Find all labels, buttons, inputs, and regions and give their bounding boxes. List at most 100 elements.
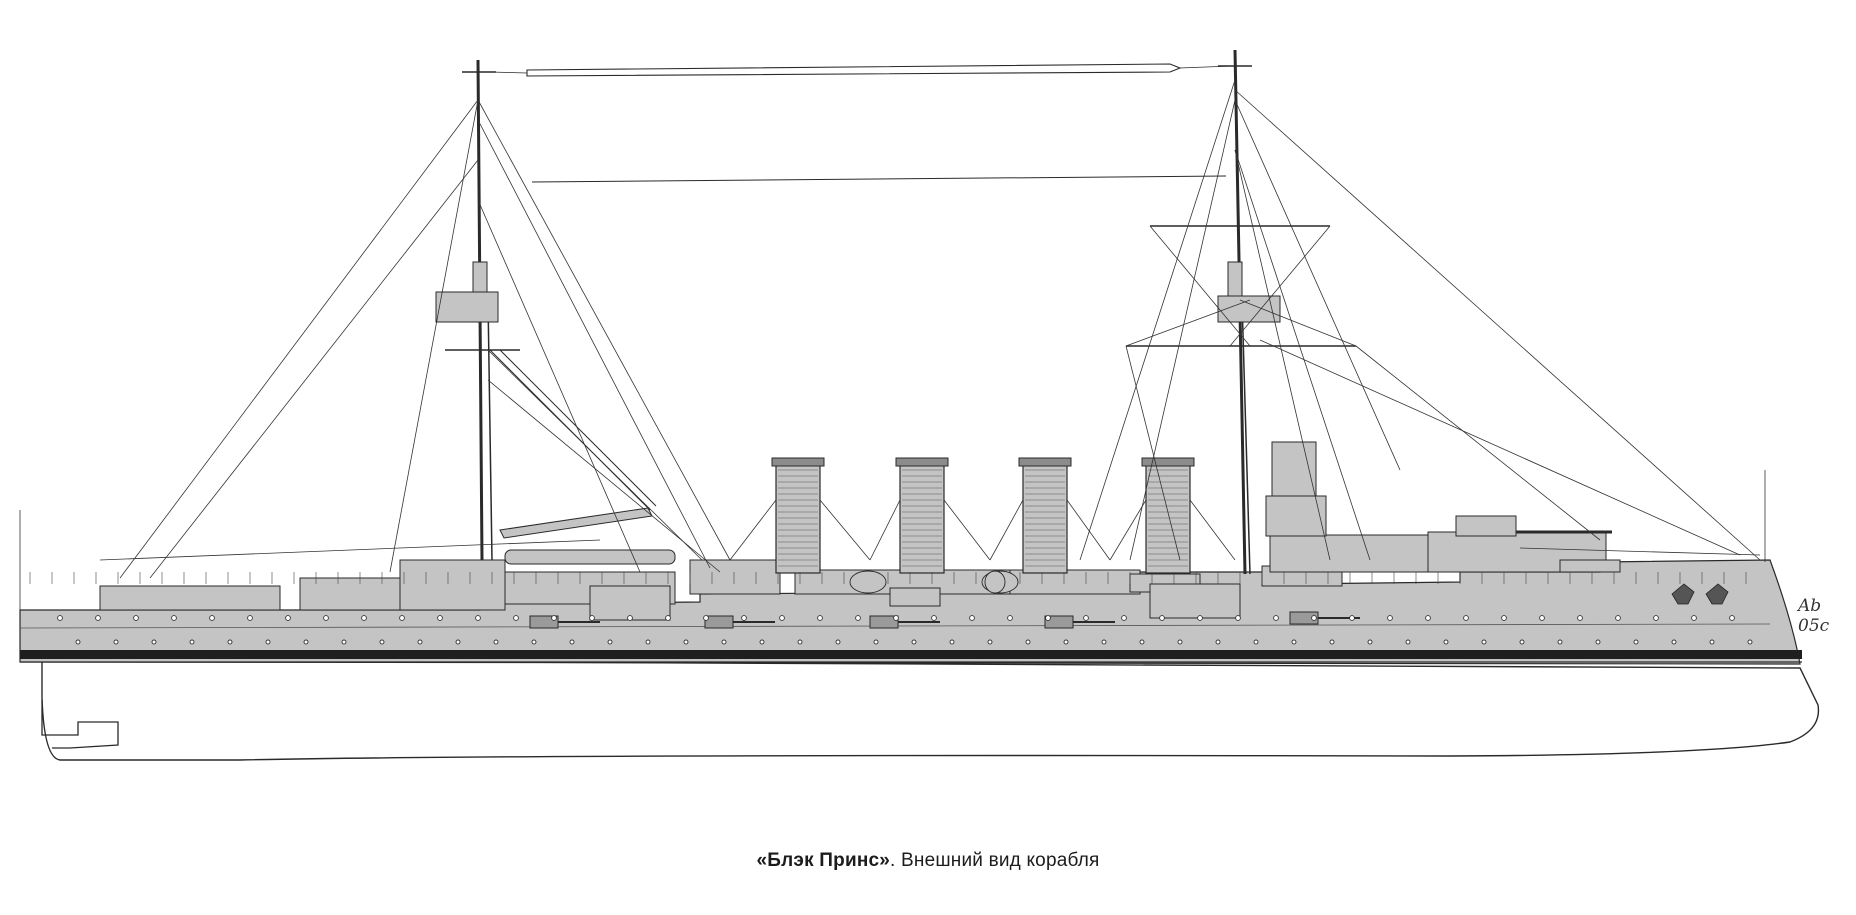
porthole — [1291, 639, 1297, 645]
porthole — [1557, 639, 1563, 645]
porthole — [1463, 615, 1469, 621]
porthole — [721, 639, 727, 645]
porthole — [987, 639, 993, 645]
porthole — [1121, 615, 1127, 621]
porthole — [1083, 615, 1089, 621]
porthole — [1253, 639, 1259, 645]
porthole — [1367, 639, 1373, 645]
porthole — [607, 639, 613, 645]
porthole — [1405, 639, 1411, 645]
rudder — [41, 700, 119, 749]
porthole — [1691, 615, 1697, 621]
porthole — [1501, 615, 1507, 621]
anchor-icon — [1671, 583, 1729, 605]
caption-description: . Внешний вид корабля — [890, 850, 1100, 871]
porthole — [455, 639, 461, 645]
rigging — [19, 79, 1766, 610]
porthole — [645, 639, 651, 645]
wireless-aerial — [489, 63, 1233, 183]
porthole — [627, 615, 633, 621]
porthole — [247, 615, 253, 621]
porthole — [1215, 639, 1221, 645]
porthole — [1519, 639, 1525, 645]
porthole — [1443, 639, 1449, 645]
porthole — [969, 615, 975, 621]
porthole — [703, 615, 709, 621]
porthole — [399, 615, 405, 621]
porthole — [1671, 639, 1677, 645]
porthole — [171, 615, 177, 621]
porthole — [1235, 615, 1241, 621]
gun-barrels — [558, 530, 1612, 623]
porthole — [75, 639, 81, 645]
porthole — [1045, 615, 1051, 621]
porthole — [437, 615, 443, 621]
porthole — [911, 639, 917, 645]
porthole — [779, 615, 785, 621]
porthole — [1063, 639, 1069, 645]
funnel-hatching — [778, 469, 1188, 567]
porthole — [1349, 615, 1355, 621]
porthole — [475, 615, 481, 621]
porthole — [1709, 639, 1715, 645]
porthole — [893, 615, 899, 621]
porthole — [949, 639, 955, 645]
porthole — [303, 639, 309, 645]
porthole — [1025, 639, 1031, 645]
porthole — [759, 639, 765, 645]
funnel-tops — [771, 457, 1195, 467]
porthole — [683, 639, 689, 645]
underwater-hull — [41, 659, 1820, 761]
porthole — [323, 615, 329, 621]
porthole — [1197, 615, 1203, 621]
porthole — [209, 615, 215, 621]
porthole — [1311, 615, 1317, 621]
porthole — [1007, 615, 1013, 621]
porthole — [551, 615, 557, 621]
porthole — [1729, 615, 1735, 621]
porthole — [1595, 639, 1601, 645]
porthole — [493, 639, 499, 645]
porthole — [227, 639, 233, 645]
porthole — [189, 639, 195, 645]
porthole — [665, 615, 671, 621]
funnels — [775, 462, 1191, 574]
porthole — [1539, 615, 1545, 621]
porthole — [1177, 639, 1183, 645]
porthole — [133, 615, 139, 621]
porthole — [341, 639, 347, 645]
porthole — [931, 615, 937, 621]
porthole — [1633, 639, 1639, 645]
porthole — [1747, 639, 1753, 645]
porthole — [1387, 615, 1393, 621]
porthole — [855, 615, 861, 621]
caption-ship-name: «Блэк Принс» — [756, 850, 891, 871]
fighting-tops — [435, 261, 1327, 537]
figure-caption: «Блэк Принс». Внешний вид корабля — [0, 850, 1856, 872]
artist-signature: Ab 05c — [1798, 596, 1830, 636]
portholes — [57, 615, 1753, 645]
boat-derrick — [489, 349, 676, 565]
porthole — [1139, 639, 1145, 645]
porthole — [151, 639, 157, 645]
porthole — [817, 615, 823, 621]
porthole — [265, 639, 271, 645]
porthole — [873, 639, 879, 645]
porthole — [57, 615, 63, 621]
porthole — [417, 639, 423, 645]
porthole — [1577, 615, 1583, 621]
porthole — [285, 615, 291, 621]
porthole — [1481, 639, 1487, 645]
porthole — [569, 639, 575, 645]
porthole — [1159, 615, 1165, 621]
porthole — [531, 639, 537, 645]
porthole — [361, 615, 367, 621]
porthole — [797, 639, 803, 645]
boot-topping — [20, 650, 1802, 659]
porthole — [95, 615, 101, 621]
porthole — [1273, 615, 1279, 621]
porthole — [1615, 615, 1621, 621]
porthole — [513, 615, 519, 621]
porthole — [1329, 639, 1335, 645]
